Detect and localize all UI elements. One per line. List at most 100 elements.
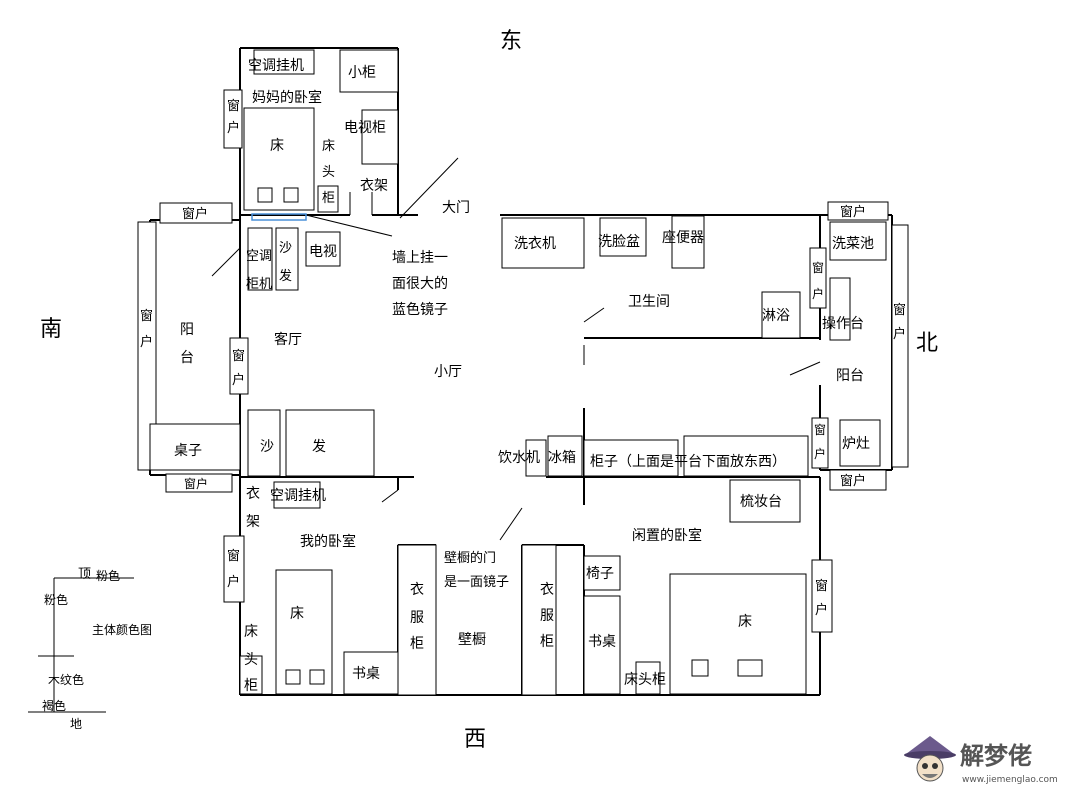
- pillow-mom-1: [257, 187, 273, 203]
- legend-floor-color: 褐色: [42, 698, 66, 713]
- desk-mine-label: 书桌: [352, 666, 380, 682]
- cabinet-long-right: [683, 435, 809, 477]
- room-south-balcony-1: 阳: [180, 322, 194, 338]
- cabinet-long-left: [583, 439, 679, 477]
- pillow-mine-2: [309, 669, 325, 685]
- legend-floor: 地: [70, 717, 82, 731]
- room-living: 客厅: [274, 331, 302, 348]
- pillow-mine-1: [285, 669, 301, 685]
- sofa-big-right: [285, 409, 375, 477]
- stove: [839, 419, 881, 467]
- tv-cabinet: [361, 109, 399, 165]
- pillow-mom-2: [283, 187, 299, 203]
- window-living: [229, 337, 249, 395]
- wardrobe-left-2: 服: [410, 610, 424, 626]
- small-cabinet-label: 小柜: [348, 65, 376, 81]
- fridge: [547, 435, 583, 477]
- watermark-logo: 解梦佬 www.jiemenglao.com: [904, 736, 1058, 785]
- chair: [583, 555, 621, 591]
- desk-idle-label: 书桌: [588, 634, 616, 650]
- window-idle-1: 窗: [815, 578, 828, 594]
- color-legend: 顶 粉色 粉色 主体颜色图 木纹色 褐色 地: [28, 567, 152, 731]
- wardrobe-left: [397, 544, 437, 696]
- dresser-label: 梳妆台: [740, 494, 782, 510]
- window-north-bottom-label: 窗户: [840, 473, 866, 489]
- direction-west: 西: [464, 727, 486, 752]
- desk-idle: [583, 595, 621, 695]
- washer: [501, 217, 585, 269]
- window-south-left-1: 窗: [140, 308, 153, 324]
- wardrobe-right-1: 衣: [540, 582, 554, 598]
- window-south-top-label: 窗户: [182, 206, 208, 222]
- sofa-big-left: [247, 409, 281, 477]
- window-north-right: [891, 224, 909, 468]
- bedside-idle-label: 床头柜: [624, 672, 666, 688]
- water-dispenser-label: 饮水机: [498, 450, 540, 466]
- window-kitchen: [809, 247, 827, 309]
- direction-north: 北: [916, 331, 938, 356]
- tv-label: 电视: [309, 244, 337, 260]
- closet-label: 壁橱: [458, 632, 486, 648]
- blue-mirror: [251, 213, 307, 221]
- wardrobe-left-1: 衣: [410, 582, 424, 598]
- bedside-mom-2: 头: [322, 165, 335, 180]
- window-idle-2: 户: [815, 602, 828, 618]
- mirror-note-2: 面很大的: [392, 276, 448, 292]
- bed-idle-label: 床: [738, 614, 752, 630]
- tv-cabinet-label: 电视柜: [344, 120, 386, 136]
- window-south-bottom-label: 窗户: [184, 476, 208, 491]
- watermark-brand: 解梦佬: [960, 742, 1032, 770]
- ac-cabinet: [247, 227, 273, 291]
- legend-ceiling-color: 粉色: [96, 569, 120, 583]
- closet-door-1: 壁橱的门: [444, 550, 496, 566]
- window-stove-2: 户: [814, 446, 826, 461]
- room-idle-bedroom: 闲置的卧室: [632, 527, 702, 544]
- room-small-hall: 小厅: [434, 364, 462, 380]
- window-mom-2: 户: [227, 120, 240, 136]
- window-north-right-1: 窗: [893, 302, 906, 318]
- counter-label: 操作台: [822, 316, 864, 332]
- window-kitchen-1: 窗: [812, 261, 824, 275]
- room-bathroom: 卫生间: [628, 294, 670, 310]
- legend-wall-color: 粉色: [44, 593, 68, 607]
- fridge-label: 冰箱: [548, 450, 576, 466]
- window-south-left-2: 户: [140, 334, 153, 350]
- bed-mine-label: 床: [290, 606, 304, 622]
- window-mine-2: 户: [227, 574, 240, 590]
- bedside-mine-3: 柜: [244, 678, 258, 694]
- ac-mine: [273, 481, 321, 509]
- tv: [305, 231, 341, 267]
- bedside-mom-1: 床: [322, 139, 335, 154]
- sink: [829, 221, 887, 261]
- watermark-url: www.jiemenglao.com: [962, 775, 1058, 785]
- bedside-mine-1: 床: [244, 624, 258, 640]
- shower: [761, 291, 801, 339]
- direction-east: 东: [500, 29, 522, 54]
- sofa-big-label-2: 发: [312, 439, 326, 455]
- washer-label: 洗衣机: [514, 236, 556, 252]
- bedside-mom-3: 柜: [322, 191, 335, 206]
- bedside-mine: [239, 655, 263, 695]
- wardrobe-right: [521, 544, 557, 696]
- bedside-idle: [635, 661, 661, 695]
- coat-rack-mom-label: 衣架: [360, 178, 388, 194]
- bed-mom: [243, 107, 315, 211]
- direction-south: 南: [40, 317, 62, 342]
- door-lines: [211, 157, 821, 541]
- sofa-small-1: 沙: [279, 241, 292, 256]
- wardrobe-left-3: 柜: [410, 636, 424, 652]
- washbasin: [599, 217, 647, 257]
- sofa-small-2: 发: [279, 268, 292, 284]
- bedside-mine-2: 头: [244, 652, 258, 668]
- window-living-1: 窗: [232, 348, 245, 364]
- small-cabinet: [339, 49, 399, 93]
- legend-title: 主体颜色图: [92, 622, 152, 637]
- legend-ceiling: 顶: [78, 567, 91, 582]
- toilet-label: 座便器: [662, 230, 704, 246]
- water-dispenser: [525, 439, 547, 477]
- ac-mom-label: 空调挂机: [248, 58, 304, 74]
- legend-wood-color: 木纹色: [48, 673, 84, 687]
- window-south-top: [159, 202, 233, 224]
- window-kitchen-2: 户: [812, 286, 824, 301]
- shower-label: 淋浴: [762, 308, 790, 324]
